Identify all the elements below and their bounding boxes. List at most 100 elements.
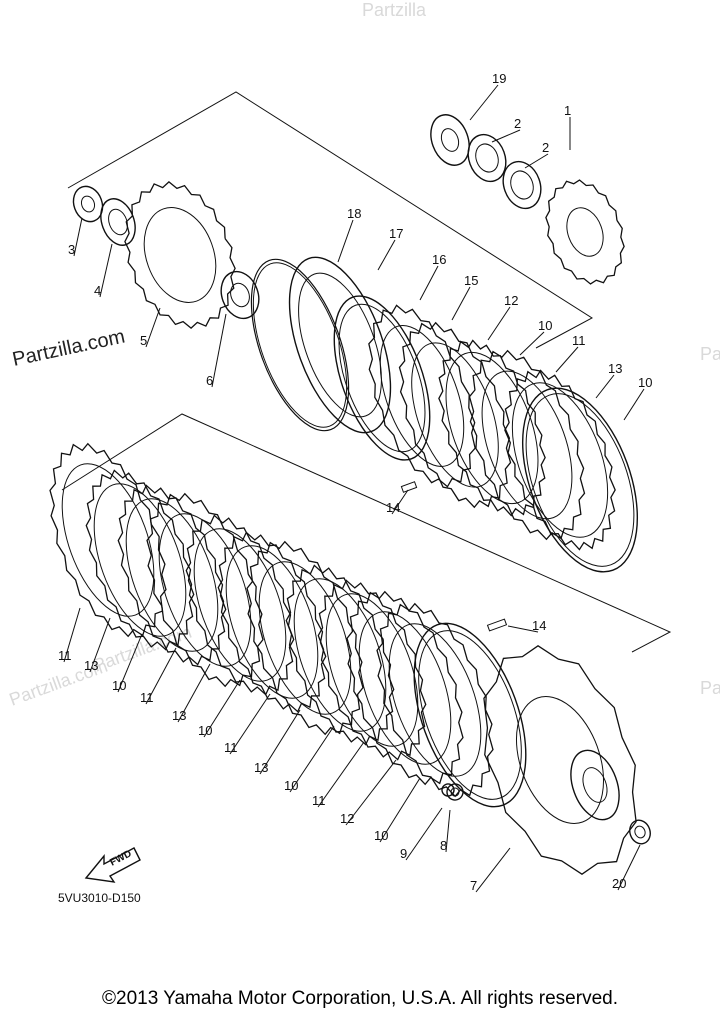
callout-label-8: 8 (440, 838, 447, 853)
clutch-plate-13a (504, 369, 616, 551)
leader-line (145, 647, 177, 705)
callout-label-1: 1 (564, 103, 571, 118)
leader-line (617, 844, 641, 891)
lower-frame (61, 413, 672, 653)
friction-plate-12b (376, 602, 494, 798)
leader-line (211, 313, 227, 388)
callout-label-11: 11 (572, 333, 586, 348)
callout-label-13: 13 (608, 361, 622, 376)
pressure-plate-17 (288, 256, 392, 434)
needle-bearing-2a (467, 133, 507, 183)
clutch-plate-10a (438, 339, 546, 517)
clutch-plate-10c (117, 484, 227, 666)
callout-label-16: 16 (432, 252, 446, 267)
leader-line (177, 663, 211, 723)
callout-label-10: 10 (112, 678, 126, 693)
leader-line (89, 617, 111, 673)
callout-label-11: 11 (140, 690, 154, 705)
callout-label-12: 12 (340, 811, 354, 826)
fwd-arrow-icon: FWD (84, 847, 141, 883)
clutch-plate-13c (185, 514, 295, 696)
leader-line (405, 807, 443, 861)
leader-line (419, 265, 439, 301)
leader-line (203, 679, 241, 738)
callout-label-10: 10 (374, 828, 388, 843)
needle-bearing-2b (502, 160, 542, 210)
leader-line (623, 388, 645, 421)
callout-label-11: 11 (224, 740, 238, 755)
clutch-plate-10d (217, 531, 327, 713)
leader-line (595, 374, 615, 399)
thrust-washer-3 (72, 185, 104, 223)
friction-plate-11b (49, 442, 167, 638)
callout-labels: 1912234561817161512101113101411131011131… (58, 71, 652, 893)
callout-label-14: 14 (532, 618, 546, 633)
leader-line (487, 306, 511, 341)
friction-plate-11a (468, 349, 586, 541)
parts-group (49, 114, 651, 875)
leader-line (229, 693, 271, 755)
leader-line (524, 153, 549, 169)
callout-label-18: 18 (347, 206, 361, 221)
leader-line (507, 625, 539, 633)
watermark-top: Partzilla (362, 0, 427, 20)
leader-lines (63, 84, 645, 893)
clutch-boss-5 (124, 181, 236, 329)
leader-line (379, 777, 421, 843)
leader-line (469, 84, 499, 121)
clutch-plate-10e (317, 579, 427, 761)
leader-line (491, 129, 521, 143)
upper-frame (67, 91, 593, 349)
leader-line (337, 219, 354, 263)
clutch-plate-13b (85, 469, 195, 651)
watermark-right-bottom: Pa (700, 678, 720, 698)
callout-label-13: 13 (254, 760, 268, 775)
callout-label-6: 6 (206, 373, 213, 388)
callout-label-5: 5 (140, 333, 147, 348)
circlip-18 (250, 258, 350, 432)
friction-plate-11e (346, 590, 464, 786)
callout-label-11: 11 (312, 793, 326, 808)
lock-nut-6 (220, 270, 260, 320)
clutch-plate-10f (413, 622, 527, 808)
callout-label-10: 10 (538, 318, 552, 333)
friction-plate-11c (146, 492, 264, 688)
spring-8 (441, 783, 455, 797)
leader-line (145, 307, 161, 348)
callout-label-9: 9 (400, 846, 407, 861)
callout-label-2: 2 (514, 116, 521, 131)
leader-line (555, 346, 579, 373)
housing-hub (570, 749, 620, 821)
leader-line (73, 217, 83, 257)
leader-line (445, 809, 451, 853)
ring-16 (333, 295, 431, 461)
leader-line (317, 741, 365, 808)
callout-label-15: 15 (464, 273, 478, 288)
spring-14a (400, 481, 418, 493)
callout-label-3: 3 (68, 242, 75, 257)
leader-line (391, 489, 409, 515)
callout-label-10: 10 (198, 723, 212, 738)
watermark-right-top: Pa (700, 344, 720, 364)
callout-label-19: 19 (492, 71, 506, 86)
callout-label-20: 20 (612, 876, 626, 891)
leader-line (377, 239, 396, 271)
friction-plate-12 (398, 321, 512, 509)
clutch-plate-10b (521, 387, 639, 573)
callout-label-7: 7 (470, 878, 477, 893)
callout-label-12: 12 (504, 293, 518, 308)
watermark-left: Partzilla.com (10, 326, 127, 371)
clutch-plate-13d (285, 564, 395, 746)
leader-line (63, 607, 81, 663)
callout-label-17: 17 (389, 226, 403, 241)
friction-plate-11d (246, 540, 364, 736)
callout-label-14: 14 (386, 500, 400, 515)
friction-plate-15 (368, 304, 476, 488)
callout-label-11: 11 (58, 648, 72, 663)
leader-line (117, 633, 143, 693)
thrust-washer-19 (430, 114, 470, 166)
spring-14b (486, 618, 508, 632)
leader-line (451, 286, 471, 321)
leader-line (475, 847, 511, 893)
